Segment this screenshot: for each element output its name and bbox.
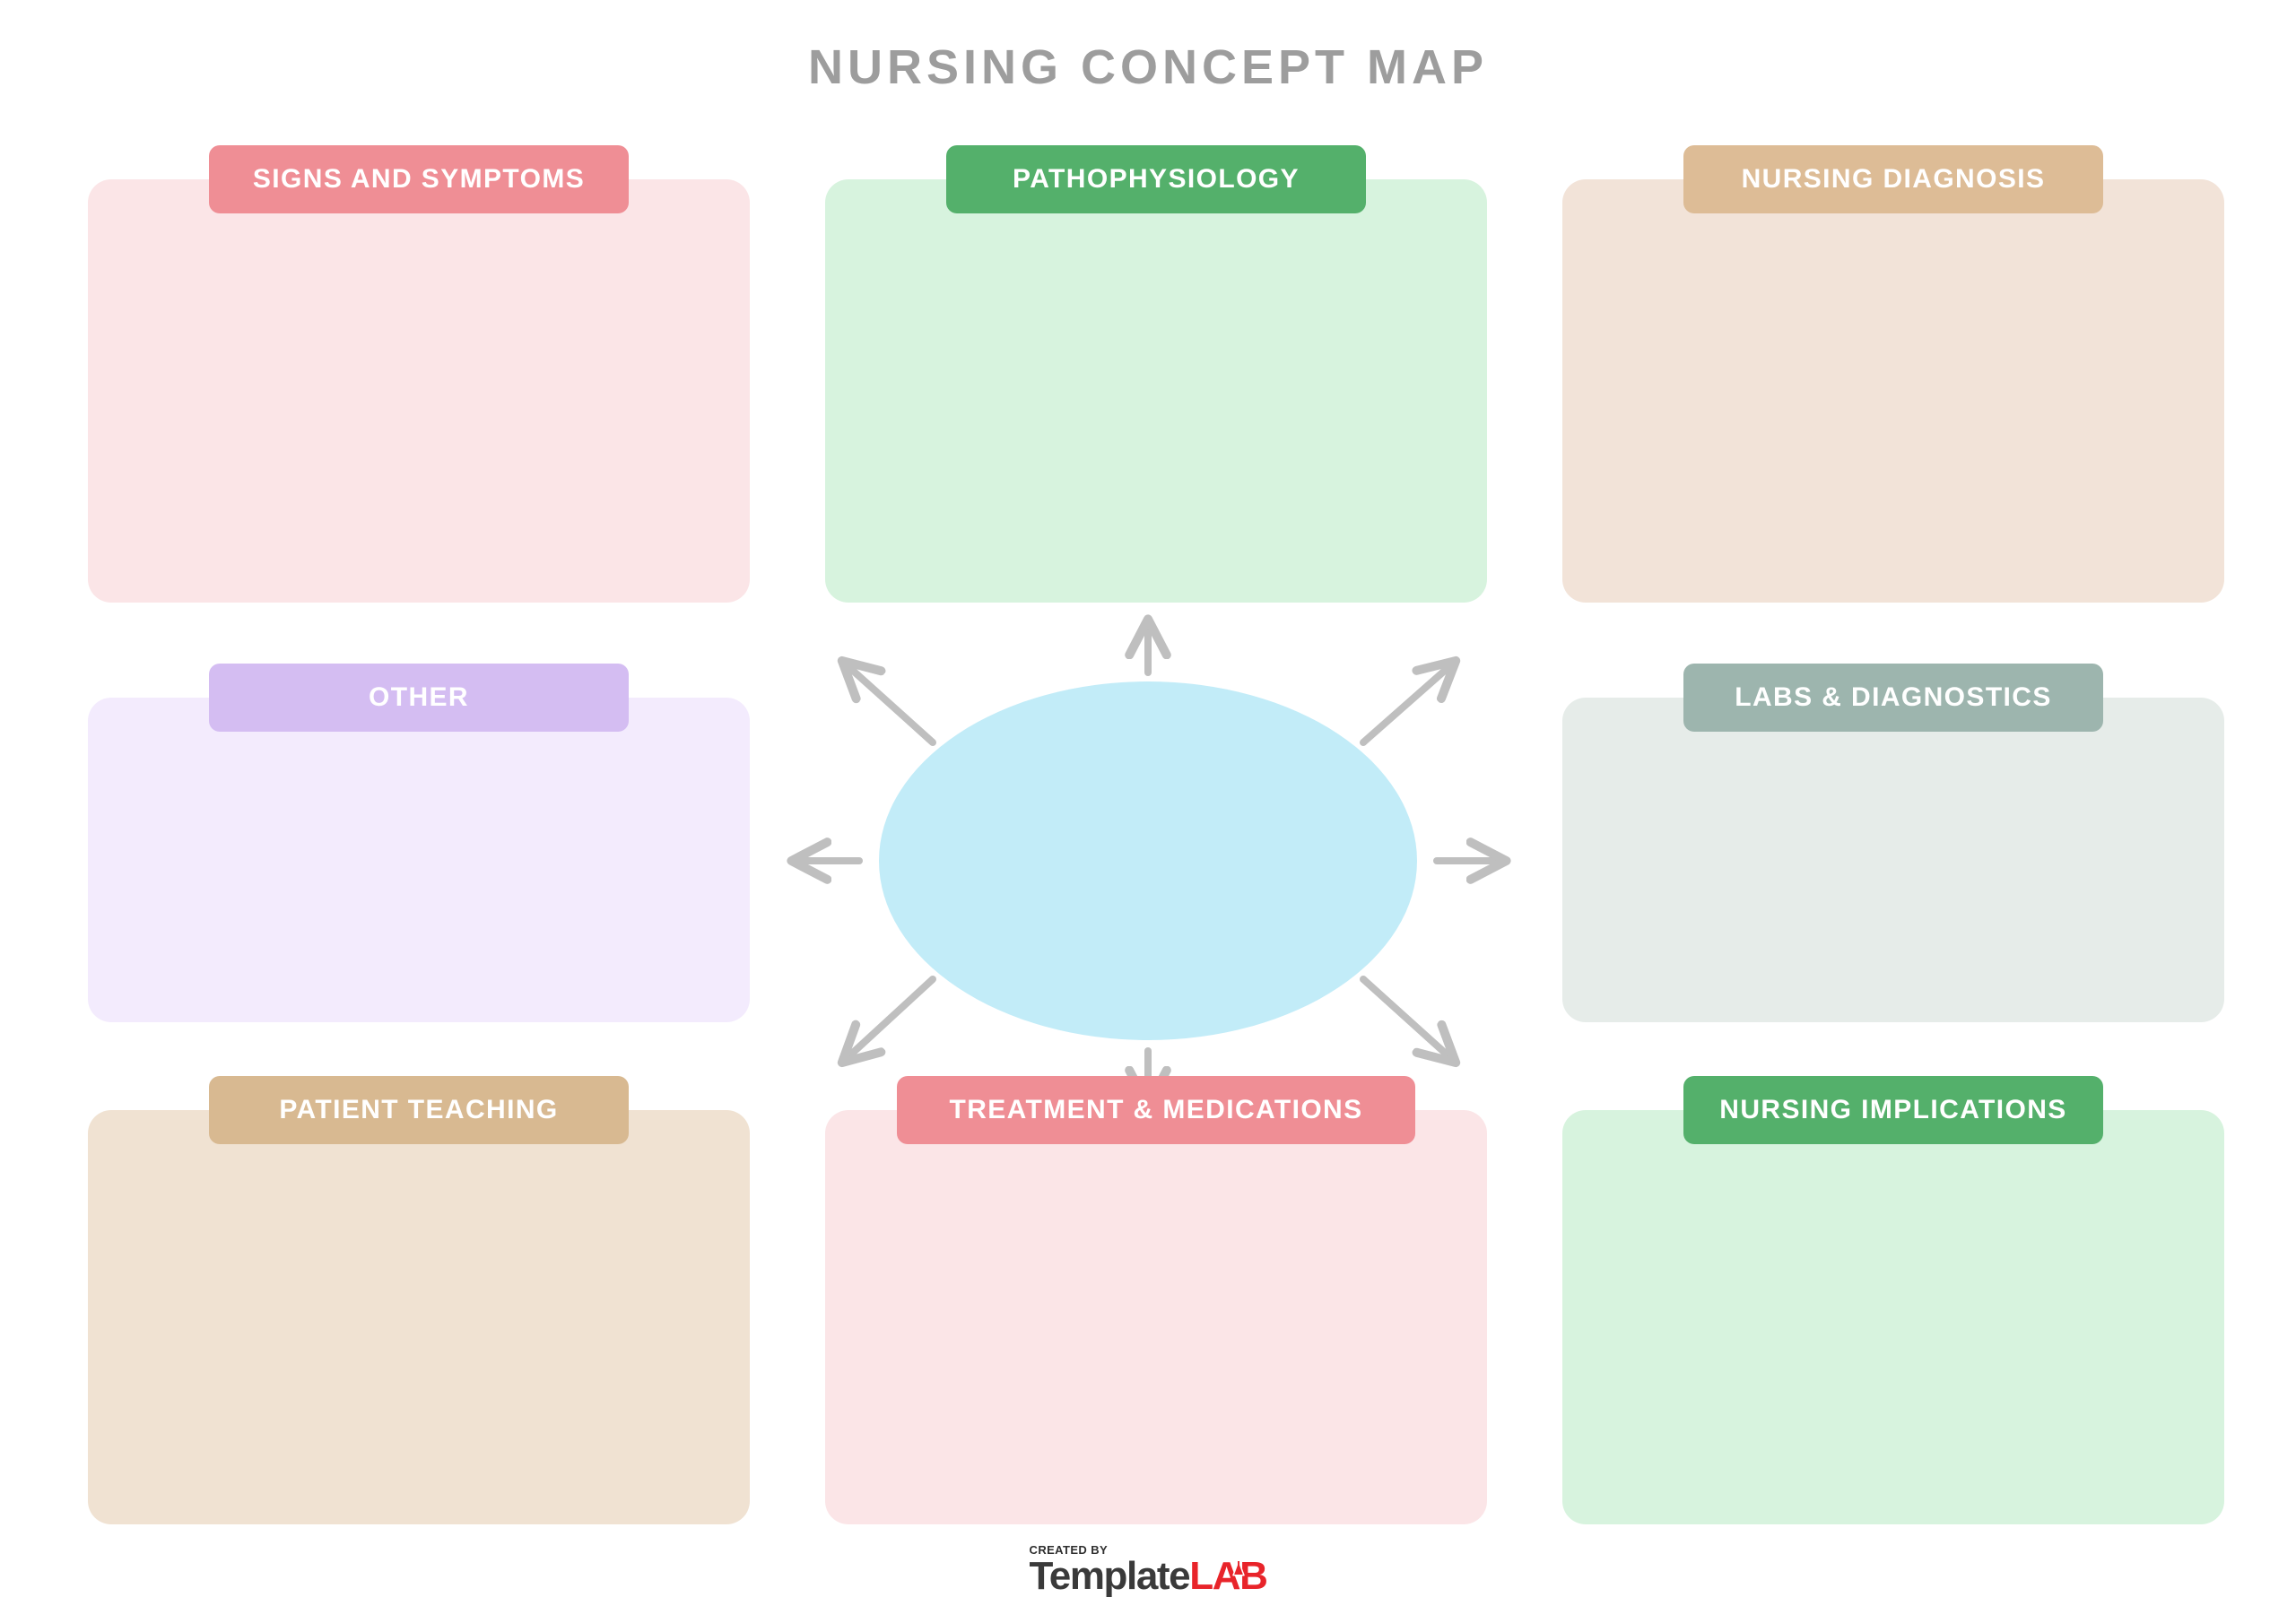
panel-body-nursing-implications[interactable] (1562, 1110, 2224, 1524)
panel-header-pathophysiology[interactable]: PATHOPHYSIOLOGY (946, 145, 1366, 213)
panel-body-treatment-and-medications[interactable] (825, 1110, 1487, 1524)
panel-header-other[interactable]: OTHER (209, 664, 629, 732)
panel-label-signs-and-symptoms: SIGNS AND SYMPTOMS (252, 164, 586, 194)
panel-label-nursing-diagnosis: NURSING DIAGNOSIS (1741, 164, 2046, 194)
logo-wordmark: TemplateLAB (1029, 1554, 1268, 1598)
panel-body-signs-and-symptoms[interactable] (88, 179, 750, 603)
flask-icon (1232, 1559, 1245, 1576)
panel-label-pathophysiology: PATHOPHYSIOLOGY (1013, 164, 1300, 194)
panel-nursing-diagnosis: NURSING DIAGNOSIS (1562, 145, 2224, 603)
arrow-up-right (1360, 662, 1455, 746)
panel-labs-and-diagnostics: LABS & DIAGNOSTICS (1562, 664, 2224, 1022)
panel-header-patient-teaching[interactable]: PATIENT TEACHING (209, 1076, 629, 1144)
logo-lab-text: LAB (1189, 1554, 1268, 1598)
footer-logo: CREATED BY TemplateLAB (0, 1544, 2296, 1596)
templatelab-logo: CREATED BY TemplateLAB (1029, 1543, 1268, 1598)
panel-signs-and-symptoms: SIGNS AND SYMPTOMS (88, 145, 750, 603)
panel-header-nursing-diagnosis[interactable]: NURSING DIAGNOSIS (1683, 145, 2103, 213)
panel-patient-teaching: PATIENT TEACHING (88, 1076, 750, 1524)
panel-header-treatment-and-medications[interactable]: TREATMENT & MEDICATIONS (897, 1076, 1415, 1144)
panel-label-patient-teaching: PATIENT TEACHING (279, 1095, 559, 1124)
panel-body-other[interactable] (88, 698, 750, 1022)
panel-label-nursing-implications: NURSING IMPLICATIONS (1719, 1095, 2067, 1124)
panel-pathophysiology: PATHOPHYSIOLOGY (825, 145, 1487, 603)
panel-label-labs-and-diagnostics: LABS & DIAGNOSTICS (1735, 682, 2052, 712)
panel-body-pathophysiology[interactable] (825, 179, 1487, 603)
panel-other: OTHER (88, 664, 750, 1022)
logo-template-text: Template (1029, 1554, 1191, 1598)
panel-label-treatment-and-medications: TREATMENT & MEDICATIONS (949, 1095, 1363, 1124)
arrow-down-left (843, 976, 936, 1062)
panel-body-patient-teaching[interactable] (88, 1110, 750, 1524)
panel-body-nursing-diagnosis[interactable] (1562, 179, 2224, 603)
panel-nursing-implications: NURSING IMPLICATIONS (1562, 1076, 2224, 1524)
center-ellipse[interactable] (879, 681, 1417, 1040)
panel-header-signs-and-symptoms[interactable]: SIGNS AND SYMPTOMS (209, 145, 629, 213)
arrow-down-right (1360, 976, 1455, 1062)
panel-header-labs-and-diagnostics[interactable]: LABS & DIAGNOSTICS (1683, 664, 2103, 732)
arrow-up-left (843, 662, 936, 746)
center-concept-graphic (753, 610, 1543, 1112)
panel-treatment-and-medications: TREATMENT & MEDICATIONS (825, 1076, 1487, 1524)
panel-label-other: OTHER (369, 682, 469, 712)
panel-header-nursing-implications[interactable]: NURSING IMPLICATIONS (1683, 1076, 2103, 1144)
panel-body-labs-and-diagnostics[interactable] (1562, 698, 2224, 1022)
logo-created-by-text: CREATED BY (1029, 1543, 1109, 1557)
page-title: NURSING CONCEPT MAP (807, 40, 1489, 94)
